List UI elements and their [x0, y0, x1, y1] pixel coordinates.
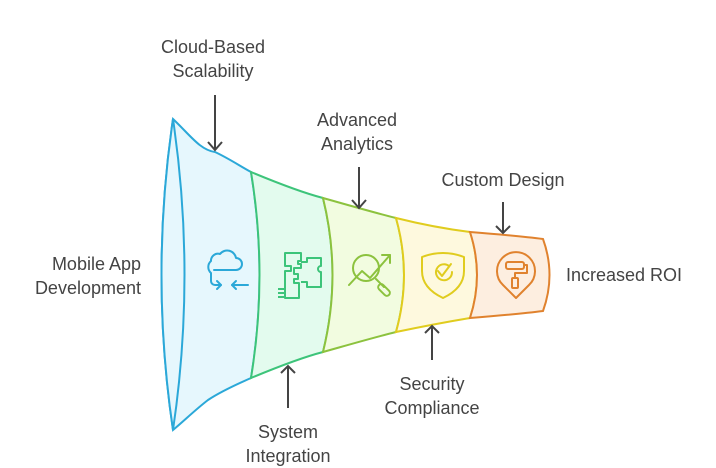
- funnel-diagram: [160, 95, 551, 432]
- input-label-line-1: Mobile App: [51, 254, 141, 274]
- stage-label-cloud: Cloud-Based Scalability: [150, 35, 276, 83]
- output-label: Increased ROI: [566, 263, 682, 287]
- stage-label-line: System: [257, 422, 318, 442]
- arrow-integration: [280, 364, 296, 408]
- shield-check-icon: [421, 252, 465, 299]
- stage-label-line: Security: [399, 374, 465, 394]
- output-label-text: Increased ROI: [566, 265, 683, 285]
- arrow-security: [424, 324, 440, 360]
- stage-label-line: Cloud-Based: [160, 37, 266, 57]
- stage-label-design: Custom Design: [428, 168, 578, 192]
- stage-label-line: Custom Design: [441, 170, 565, 190]
- stage-label-security: Security Compliance: [370, 372, 494, 420]
- stage-label-line: Analytics: [320, 134, 394, 154]
- stage-label-line: Compliance: [384, 398, 480, 418]
- arrow-design: [495, 202, 511, 235]
- cloud-sync-icon: [207, 249, 249, 290]
- funnel-segment-analytics: [321, 196, 405, 354]
- puzzle-integration-icon: [278, 252, 322, 299]
- stage-label-integration: System Integration: [228, 420, 348, 468]
- arrow-cloud: [207, 95, 223, 152]
- funnel-mouth: [160, 118, 186, 431]
- input-label-line-2: Development: [34, 278, 141, 298]
- stage-label-line: Scalability: [172, 61, 254, 81]
- input-label: Mobile App Development: [35, 252, 141, 300]
- arrow-analytics: [351, 167, 367, 210]
- paint-roller-pin-icon: [496, 251, 536, 299]
- stage-label-line: Integration: [245, 446, 331, 466]
- stage-label-line: Advanced: [316, 110, 398, 130]
- funnel-segment-design: [468, 230, 551, 320]
- stage-label-analytics: Advanced Analytics: [297, 108, 417, 156]
- analytics-magnifier-icon: [348, 254, 391, 297]
